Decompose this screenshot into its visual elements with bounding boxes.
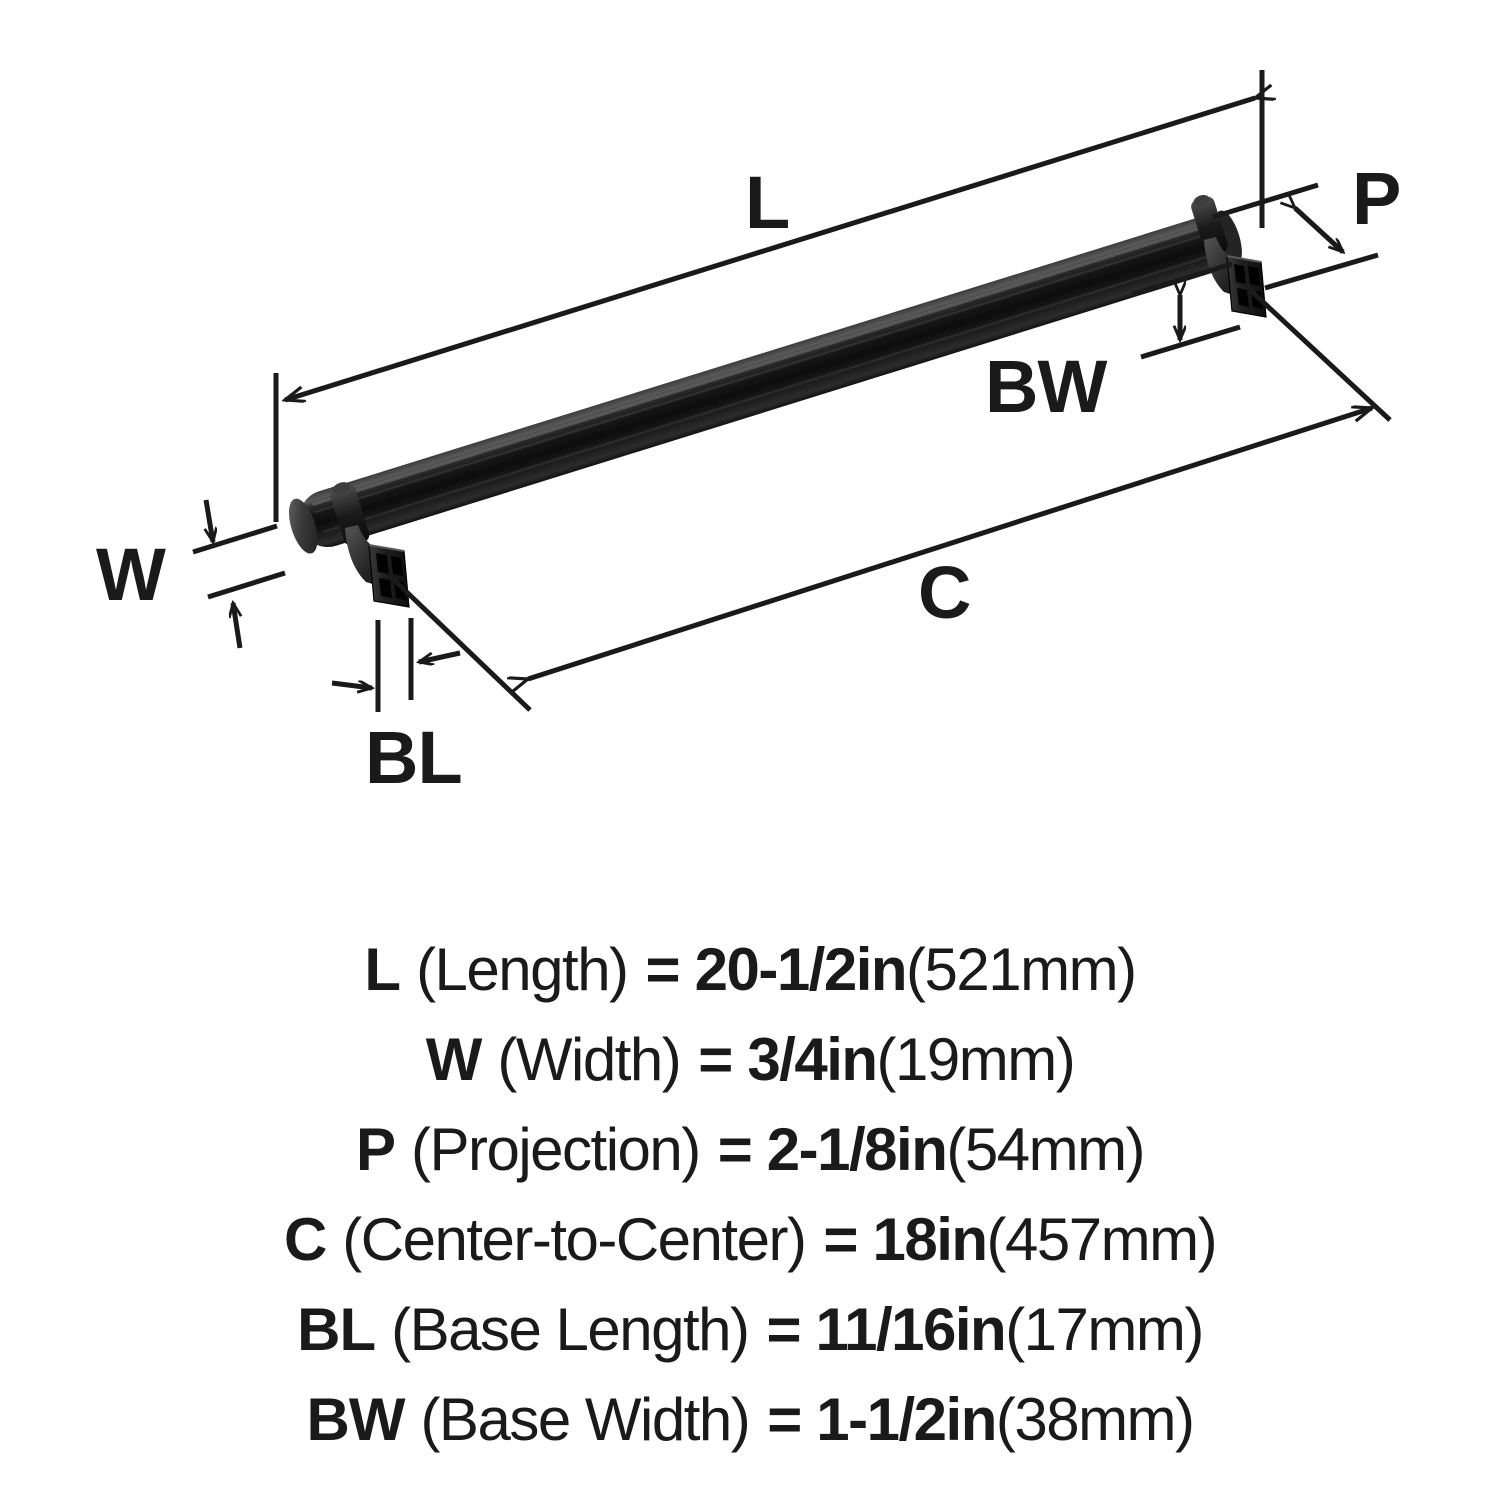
label-center-to-center: C [918, 551, 970, 634]
base-width-extension-lower [1140, 324, 1241, 360]
legend-name: (Length) [416, 936, 629, 1003]
legend-abbr: BW [306, 1386, 405, 1453]
legend-value: 11/16in [815, 1296, 1007, 1363]
legend-metric: (38mm) [995, 1386, 1195, 1453]
legend-row-base-width: BW (Base Width) = 1-1/2in (38mm) [0, 1375, 1500, 1465]
legend-row-center-to-center: C (Center-to-Center) = 18in (457mm) [0, 1195, 1500, 1285]
legend-equals: = [717, 1116, 753, 1183]
legend-name: (Center-to-Center) [342, 1206, 807, 1273]
base-length-arrow-left [331, 683, 372, 688]
legend-abbr: P [355, 1116, 396, 1183]
left-bracket-hole-1 [376, 553, 389, 574]
legend-equals: = [766, 1296, 802, 1363]
label-base-width: BW [985, 345, 1107, 428]
legend-row-projection: P (Projection) = 2-1/8in (54mm) [0, 1105, 1500, 1195]
legend-metric: (457mm) [986, 1206, 1218, 1273]
projection-extension-lower [1264, 252, 1379, 291]
width-extension-lower [207, 570, 286, 600]
legend-metric: (19mm) [876, 1026, 1076, 1093]
legend-name: (Width) [497, 1026, 681, 1093]
legend-abbr: C [283, 1206, 327, 1273]
legend-name: (Projection) [410, 1116, 701, 1183]
diagram-area: L P BW [96, 70, 1401, 799]
legend-abbr: BL [297, 1296, 376, 1363]
legend-value: 1-1/2in [816, 1386, 997, 1453]
left-bracket-top-edge [368, 544, 405, 552]
center-extension-right [1247, 287, 1392, 422]
center-extension-left [390, 576, 532, 712]
legend-value: 2-1/8in [766, 1116, 948, 1183]
legend-abbr: W [425, 1026, 483, 1093]
label-width: W [96, 533, 166, 616]
legend-row-width: W (Width) = 3/4in (19mm) [0, 1015, 1500, 1105]
legend-row-base-length: BL (Base Length) = 11/16in (17mm) [0, 1285, 1500, 1375]
center-dimension-line [528, 408, 1372, 679]
base-width-extension-upper [1132, 261, 1233, 297]
bar-end-cap-left [288, 498, 318, 554]
legend-metric: (521mm) [906, 936, 1137, 1003]
legend-name: (Base Length) [391, 1296, 750, 1363]
width-extension-upper [192, 523, 278, 555]
legend-equals: = [645, 936, 681, 1003]
label-length: L [745, 161, 789, 244]
base-length-arrow-right [419, 650, 461, 662]
projection-dimension-line [1295, 208, 1343, 252]
legend-metric: (54mm) [946, 1116, 1145, 1183]
dimension-projection [1212, 182, 1379, 291]
dimension-base-width [1132, 261, 1241, 360]
legend-list: L (Length) = 20-1/2in (521mm) W (Width) … [0, 925, 1500, 1465]
dimension-center-to-center [390, 287, 1392, 712]
width-arrow-bottom [233, 603, 243, 649]
legend-value: 3/4in [747, 1026, 878, 1093]
legend-name: (Base Width) [420, 1386, 750, 1453]
projection-extension-upper [1212, 182, 1319, 220]
handle-illustration [288, 195, 1267, 608]
label-projection: P [1352, 157, 1400, 240]
left-collar-knob [332, 482, 351, 494]
legend-metric: (17mm) [1005, 1296, 1204, 1363]
legend-row-length: L (Length) = 20-1/2in (521mm) [0, 925, 1500, 1015]
legend-value: 20-1/2in [694, 936, 908, 1003]
product-dimension-drawing: L P BW [96, 70, 1401, 799]
dimension-legend: L (Length) = 20-1/2in (521mm) W (Width) … [0, 925, 1500, 1465]
dimension-base-length [331, 618, 461, 712]
dimension-width [192, 499, 286, 649]
legend-equals: = [823, 1206, 859, 1273]
legend-value: 18in [872, 1206, 988, 1273]
left-bracket-hole-3 [379, 578, 392, 598]
legend-equals: = [698, 1026, 734, 1093]
legend-equals: = [767, 1386, 803, 1453]
label-base-length: BL [365, 716, 462, 799]
legend-abbr: L [364, 936, 401, 1003]
mount-post-left [330, 482, 410, 608]
width-arrow-top [206, 499, 213, 542]
length-dimension-line [285, 98, 1255, 400]
left-bracket-hole-2 [391, 556, 403, 576]
